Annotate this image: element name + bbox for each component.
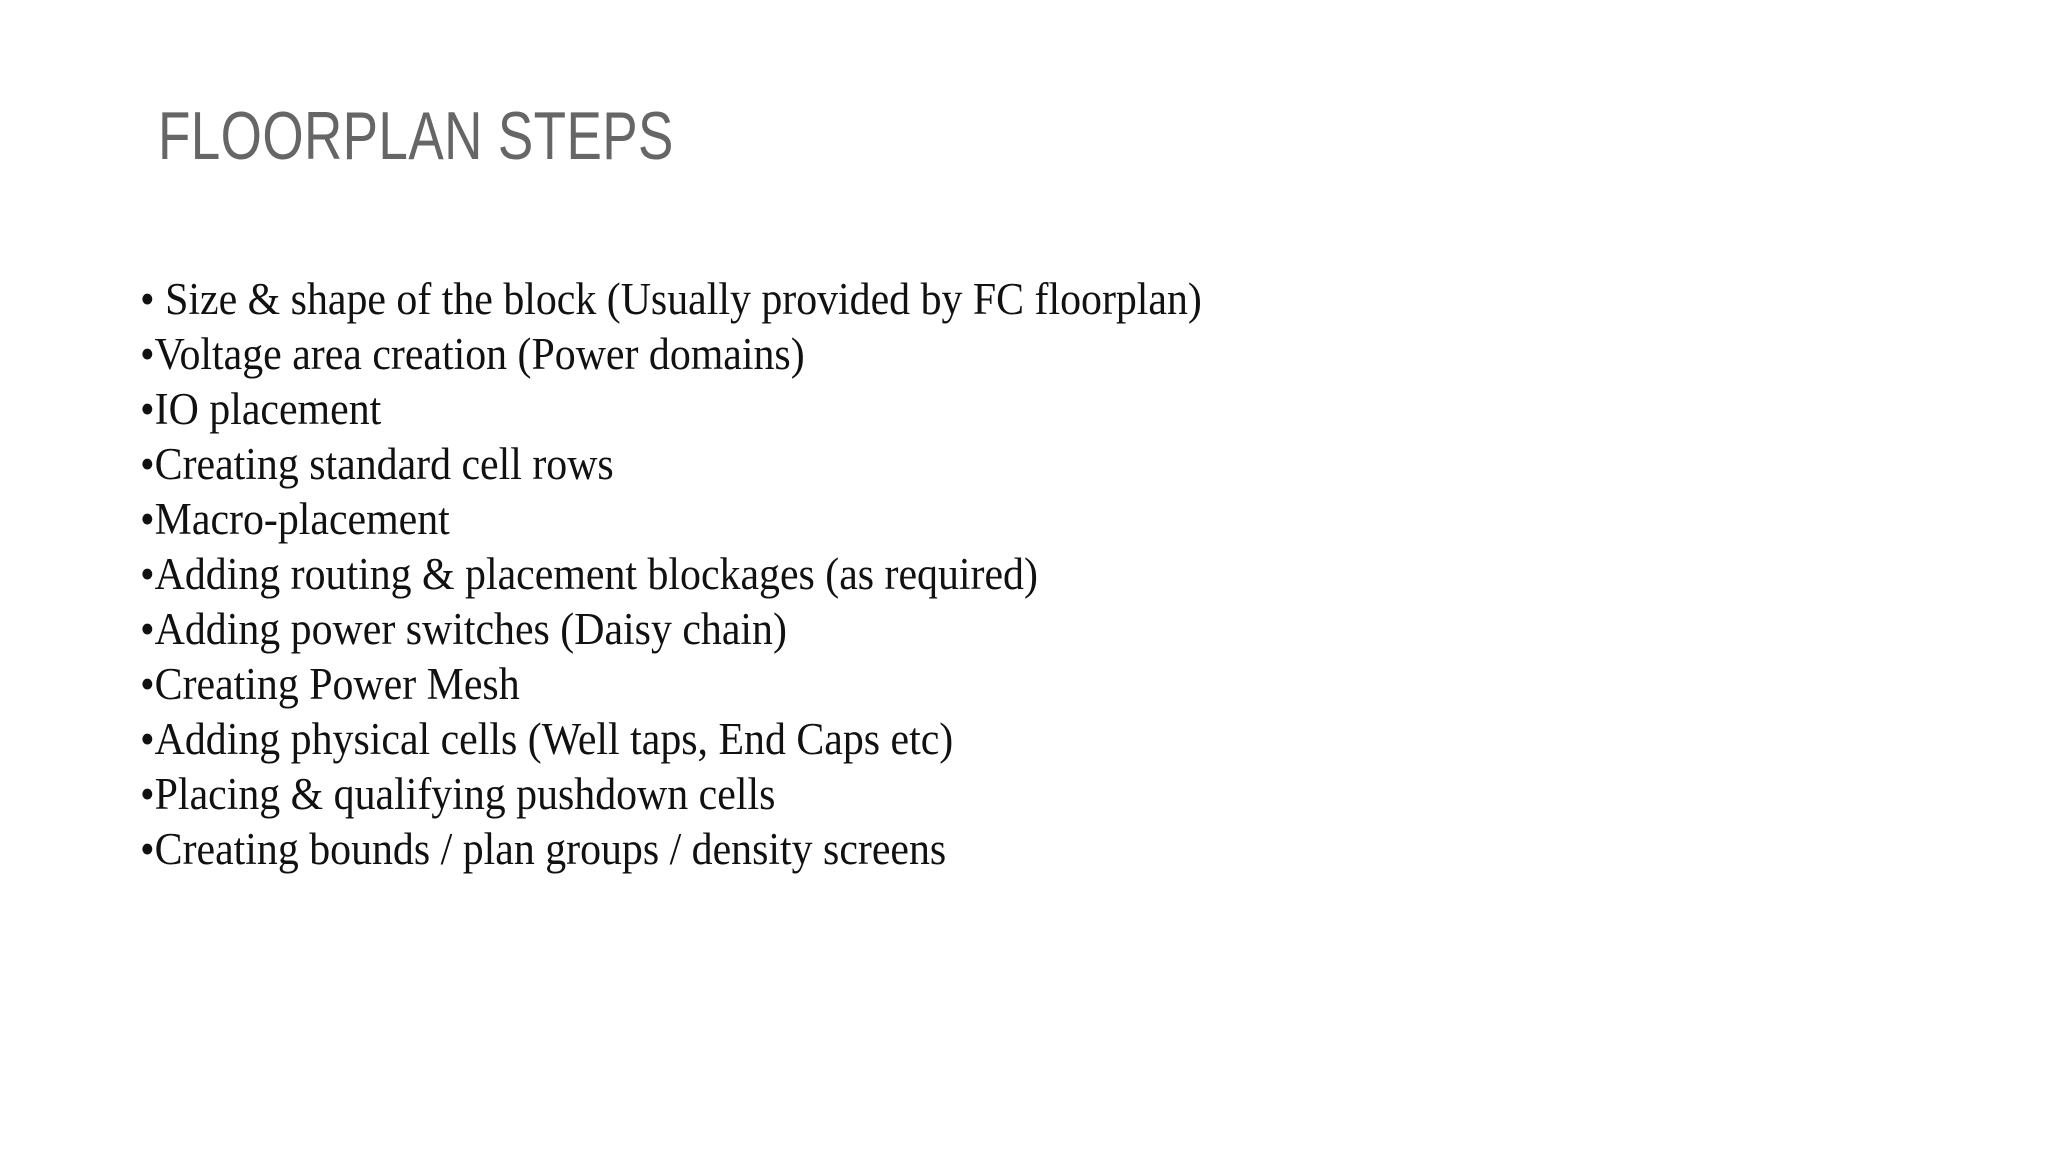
bullet-item-label: Voltage area creation (Power domains) (154, 329, 805, 379)
bullet-item-label: Creating bounds / plan groups / density … (154, 824, 947, 874)
bullet-item: •Creating bounds / plan groups / density… (140, 822, 1814, 877)
bullet-item-label: Placing & qualifying pushdown cells (154, 769, 776, 819)
bullet-item: •Macro-placement (140, 492, 1814, 547)
bullet-item-label: Creating standard cell rows (154, 439, 614, 489)
bullet-point-icon: • (140, 274, 166, 324)
bullet-list: • Size & shape of the block (Usually pro… (140, 272, 1940, 877)
bullet-point-icon: • (140, 659, 155, 709)
slide-title: FLOORPLAN STEPS (158, 97, 674, 174)
bullet-item: • Size & shape of the block (Usually pro… (140, 272, 1814, 327)
bullet-point-icon: • (140, 384, 155, 434)
bullet-item-label: Macro-placement (154, 494, 450, 544)
bullet-item-label: Size & shape of the block (Usually provi… (165, 274, 1202, 324)
bullet-point-icon: • (140, 329, 155, 379)
bullet-item: •IO placement (140, 382, 1814, 437)
bullet-item-label: Adding physical cells (Well taps, End Ca… (154, 714, 954, 764)
bullet-point-icon: • (140, 714, 155, 764)
bullet-item: •Adding physical cells (Well taps, End C… (140, 712, 1814, 767)
bullet-item-label: IO placement (154, 384, 382, 434)
bullet-point-icon: • (140, 604, 155, 654)
bullet-item: •Voltage area creation (Power domains) (140, 327, 1814, 382)
bullet-point-icon: • (140, 494, 155, 544)
bullet-item: •Adding power switches (Daisy chain) (140, 602, 1814, 657)
bullet-item: •Creating Power Mesh (140, 657, 1814, 712)
bullet-point-icon: • (140, 549, 155, 599)
bullet-point-icon: • (140, 824, 155, 874)
bullet-item: •Adding routing & placement blockages (a… (140, 547, 1814, 602)
bullet-item: •Placing & qualifying pushdown cells (140, 767, 1814, 822)
bullet-point-icon: • (140, 769, 155, 819)
bullet-item-label: Adding power switches (Daisy chain) (154, 604, 787, 654)
bullet-item-label: Adding routing & placement blockages (as… (154, 549, 1038, 599)
bullet-item-label: Creating Power Mesh (154, 659, 520, 709)
bullet-point-icon: • (140, 439, 155, 489)
bullet-item: •Creating standard cell rows (140, 437, 1814, 492)
